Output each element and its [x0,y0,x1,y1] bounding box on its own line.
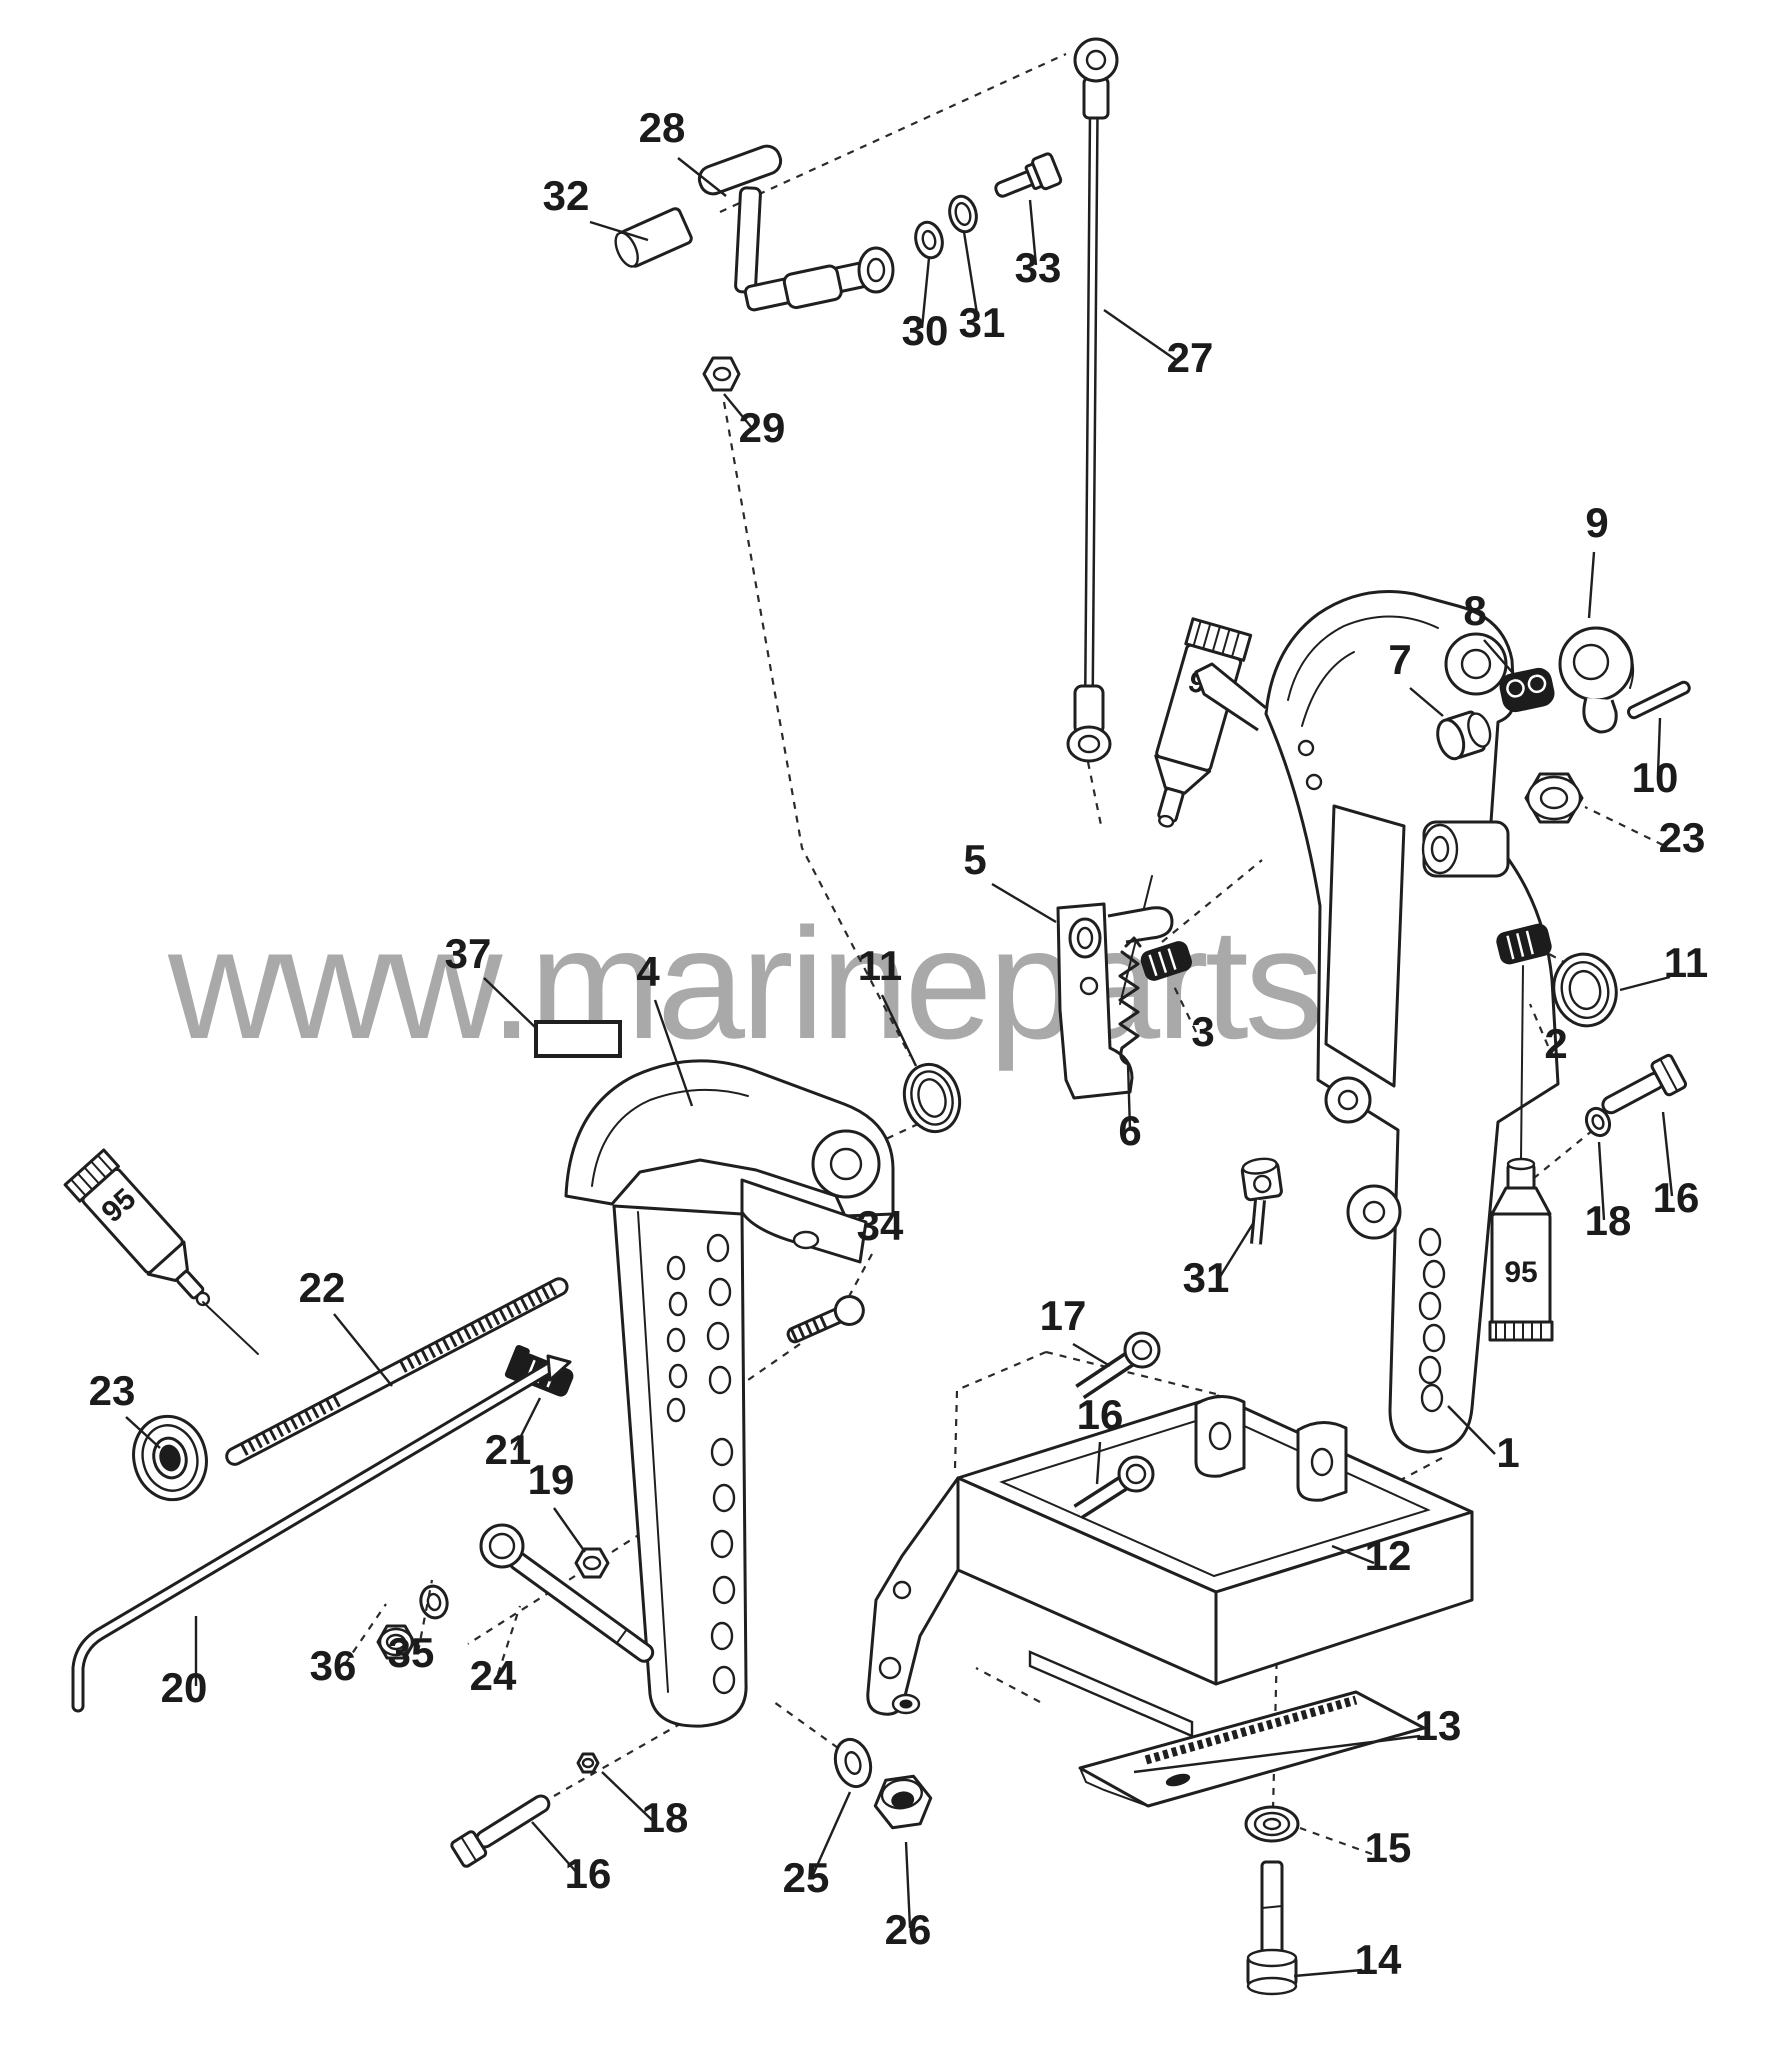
callout-27: 27 [1167,334,1214,381]
callout-18-bottom: 18 [642,1794,689,1841]
part-30-washer [914,220,944,260]
callout-21: 21 [485,1426,532,1473]
callout-23-left: 23 [89,1367,136,1414]
lubricant-tube-95-top: 95 [1119,617,1253,1005]
part-18-nut-bottom [576,1752,600,1774]
part-18-washer-right [1584,1106,1612,1138]
callout-19: 19 [528,1456,575,1503]
callout-15: 15 [1365,1824,1412,1871]
callout-11-right: 11 [1664,939,1708,986]
watermark: www.marineparts.eu [168,896,1531,1072]
lubricant-tube-95-right: 95 [1488,1157,1554,1342]
callout-32: 32 [543,172,590,219]
part-6-spring [1118,936,1142,1066]
part-35-washer [419,1584,449,1620]
part-12-clamp-bracket [866,1394,1474,1738]
callout-31-top: 31 [959,299,1006,346]
callout-16-middle: 16 [1077,1391,1124,1438]
callout-35: 35 [388,1629,435,1676]
callout-5: 5 [963,836,986,883]
part-37-decal [534,1020,622,1058]
callout-labels: 28 32 29 30 31 33 27 9 8 7 10 23 5 11 37… [89,104,1709,1983]
callout-29: 29 [739,404,786,451]
part-22-threaded-rod [225,1277,569,1466]
part-9-tilt-lock-cam [1558,626,1634,734]
callout-8: 8 [1463,587,1486,634]
part-24-bolt [479,1523,655,1663]
part-20-tilt-rod [71,1354,572,1713]
callout-23-right: 23 [1659,814,1706,861]
callout-16-right: 16 [1653,1174,1700,1221]
callout-2: 2 [1544,1020,1567,1067]
callout-26: 26 [885,1906,932,1953]
callout-leader-lines [125,157,1674,1978]
part-2-screw [1496,923,1552,1161]
callout-11-left: 11 [858,942,902,989]
callout-34: 34 [857,1202,904,1249]
callout-31-lower: 31 [1183,1254,1230,1301]
part-23-locknut-right [1524,772,1584,824]
part-13-anode-plate [1078,1690,1426,1808]
part-36-nut [376,1624,416,1660]
part-32-pin [614,207,693,268]
callout-30: 30 [902,307,949,354]
callout-10: 10 [1632,754,1679,801]
callout-25: 25 [783,1854,830,1901]
part-5-anchor-bracket [1056,902,1174,1100]
part-16-bolt-middle [1073,1455,1155,1520]
part-4-transom-bracket-port [564,1059,895,1728]
callout-13: 13 [1415,1702,1462,1749]
part-1-transom-bracket-starboard [1194,590,1560,1454]
callout-22: 22 [299,1264,346,1311]
callout-18-right: 18 [1585,1197,1632,1244]
part-31-oring [948,194,978,234]
part-7-bushing [1436,710,1492,761]
part-33-bolt [994,152,1063,198]
callout-1: 1 [1496,1429,1519,1476]
part-26-locknut [873,1774,933,1830]
callout-6: 6 [1118,1107,1141,1154]
part-29-nut [702,356,741,392]
part-23-locknut-left [132,1414,208,1502]
part-11-washer-left [902,1062,962,1134]
tube-95-right-label: 95 [1504,1256,1537,1289]
part-31-socket-bolt [1240,1157,1283,1245]
callout-16-bottom-left: 16 [565,1850,612,1897]
part-19-nut [574,1547,610,1579]
part-11-washer-right [1552,952,1618,1028]
callout-20: 20 [161,1664,208,1711]
part-16-bolt-right [1601,1053,1688,1115]
callout-36: 36 [310,1642,357,1689]
callout-3: 3 [1191,1008,1214,1055]
callout-7: 7 [1388,636,1411,683]
callout-4: 4 [636,948,660,995]
callout-28: 28 [639,104,686,151]
callout-33: 33 [1015,244,1062,291]
callout-14: 14 [1355,1936,1402,1983]
part-28-tilt-lever [697,144,895,312]
part-27-link-rod [1066,37,1119,763]
callout-37: 37 [445,930,492,977]
callout-17: 17 [1040,1292,1087,1339]
part-17-bolt [1075,1331,1161,1400]
part-16-bolt-bottom-left [450,1794,551,1868]
part-10-pin [1626,680,1691,720]
part-15-washer [1244,1805,1300,1843]
lubricant-tube-95-left: 95 [63,1148,259,1355]
part-14-bolt [1246,1860,1298,1996]
part-8-grommet [1499,667,1555,713]
part-3-screw [1140,941,1192,981]
callout-9: 9 [1585,499,1608,546]
part-25-washer [833,1737,873,1789]
part-34-screw [786,1295,865,1344]
callout-12: 12 [1365,1532,1412,1579]
callout-24: 24 [470,1652,517,1699]
